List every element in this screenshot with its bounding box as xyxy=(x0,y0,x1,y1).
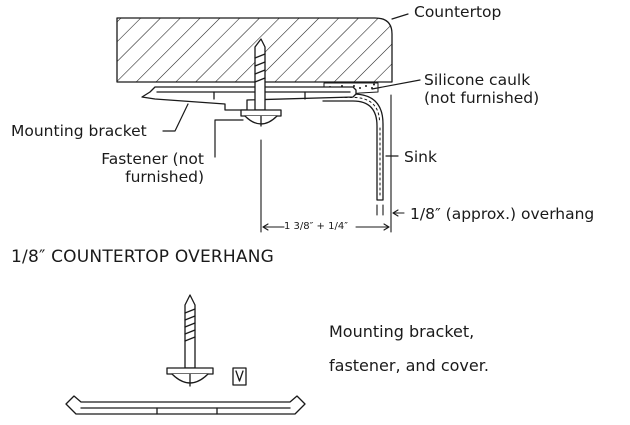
label-fastener: Fastener (not furnished) xyxy=(101,150,204,186)
label-silicone-caulk: Silicone caulk (not furnished) xyxy=(424,71,540,107)
fastener-installed xyxy=(240,38,282,127)
leader-lines xyxy=(162,13,421,158)
label-dimension: 1 3/8″ + 1/4″ xyxy=(284,221,348,232)
exploded-cover xyxy=(232,367,247,386)
parts-caption: Mounting bracket, fastener, and cover. xyxy=(329,322,489,375)
label-mounting-bracket: Mounting bracket xyxy=(11,122,147,140)
exploded-bracket xyxy=(65,395,306,415)
exploded-fastener xyxy=(166,294,214,387)
section-title: 1/8″ COUNTERTOP OVERHANG xyxy=(11,247,275,267)
label-overhang: 1/8″ (approx.) overhang xyxy=(410,205,595,223)
label-sink: Sink xyxy=(404,148,437,166)
mounting-bracket-installed xyxy=(141,86,357,111)
sink-wall xyxy=(322,93,384,201)
label-countertop: Countertop xyxy=(414,3,502,21)
dimension-lines xyxy=(260,94,405,233)
